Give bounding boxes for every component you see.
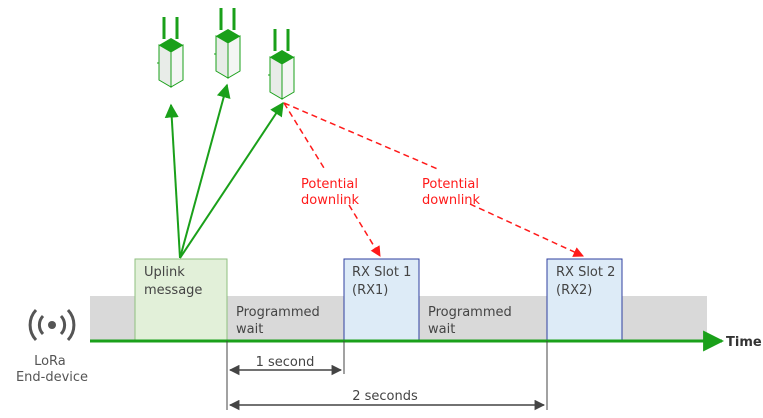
wireless-device-icon xyxy=(28,308,76,342)
downlink-label-2: Potential downlink xyxy=(422,177,483,208)
rx-slot-2-label: RX Slot 2 (RX2) xyxy=(556,265,620,298)
downlink-arrow-rx2 xyxy=(283,102,583,256)
gateway-antenna-icon xyxy=(155,15,185,89)
time-axis-label: Time xyxy=(726,335,762,350)
uplink-message-label: Uplink message xyxy=(144,265,202,298)
two-seconds-label: 2 seconds xyxy=(352,389,418,404)
rx-slot-1-label: RX Slot 1 (RX1) xyxy=(352,265,416,298)
programmed-wait-label-2: Programmed wait xyxy=(428,305,516,337)
rx-slot-1-box xyxy=(343,258,420,342)
uplink-arrow xyxy=(179,83,231,259)
uplink-arrow xyxy=(179,101,284,259)
programmed-wait-label-1: Programmed wait xyxy=(236,305,324,337)
downlink-arrow-rx1 xyxy=(283,102,380,256)
uplink-arrow xyxy=(164,103,181,259)
downlink-label-1: Potential downlink xyxy=(301,177,362,208)
rx-slot-2-box xyxy=(546,258,623,342)
device-label: LoRa End-device xyxy=(16,354,88,385)
one-second-label: 1 second xyxy=(256,355,315,370)
gateway-antenna-icon xyxy=(212,6,242,80)
gateway-antenna-icon xyxy=(266,27,296,101)
uplink-message-box xyxy=(134,258,228,342)
